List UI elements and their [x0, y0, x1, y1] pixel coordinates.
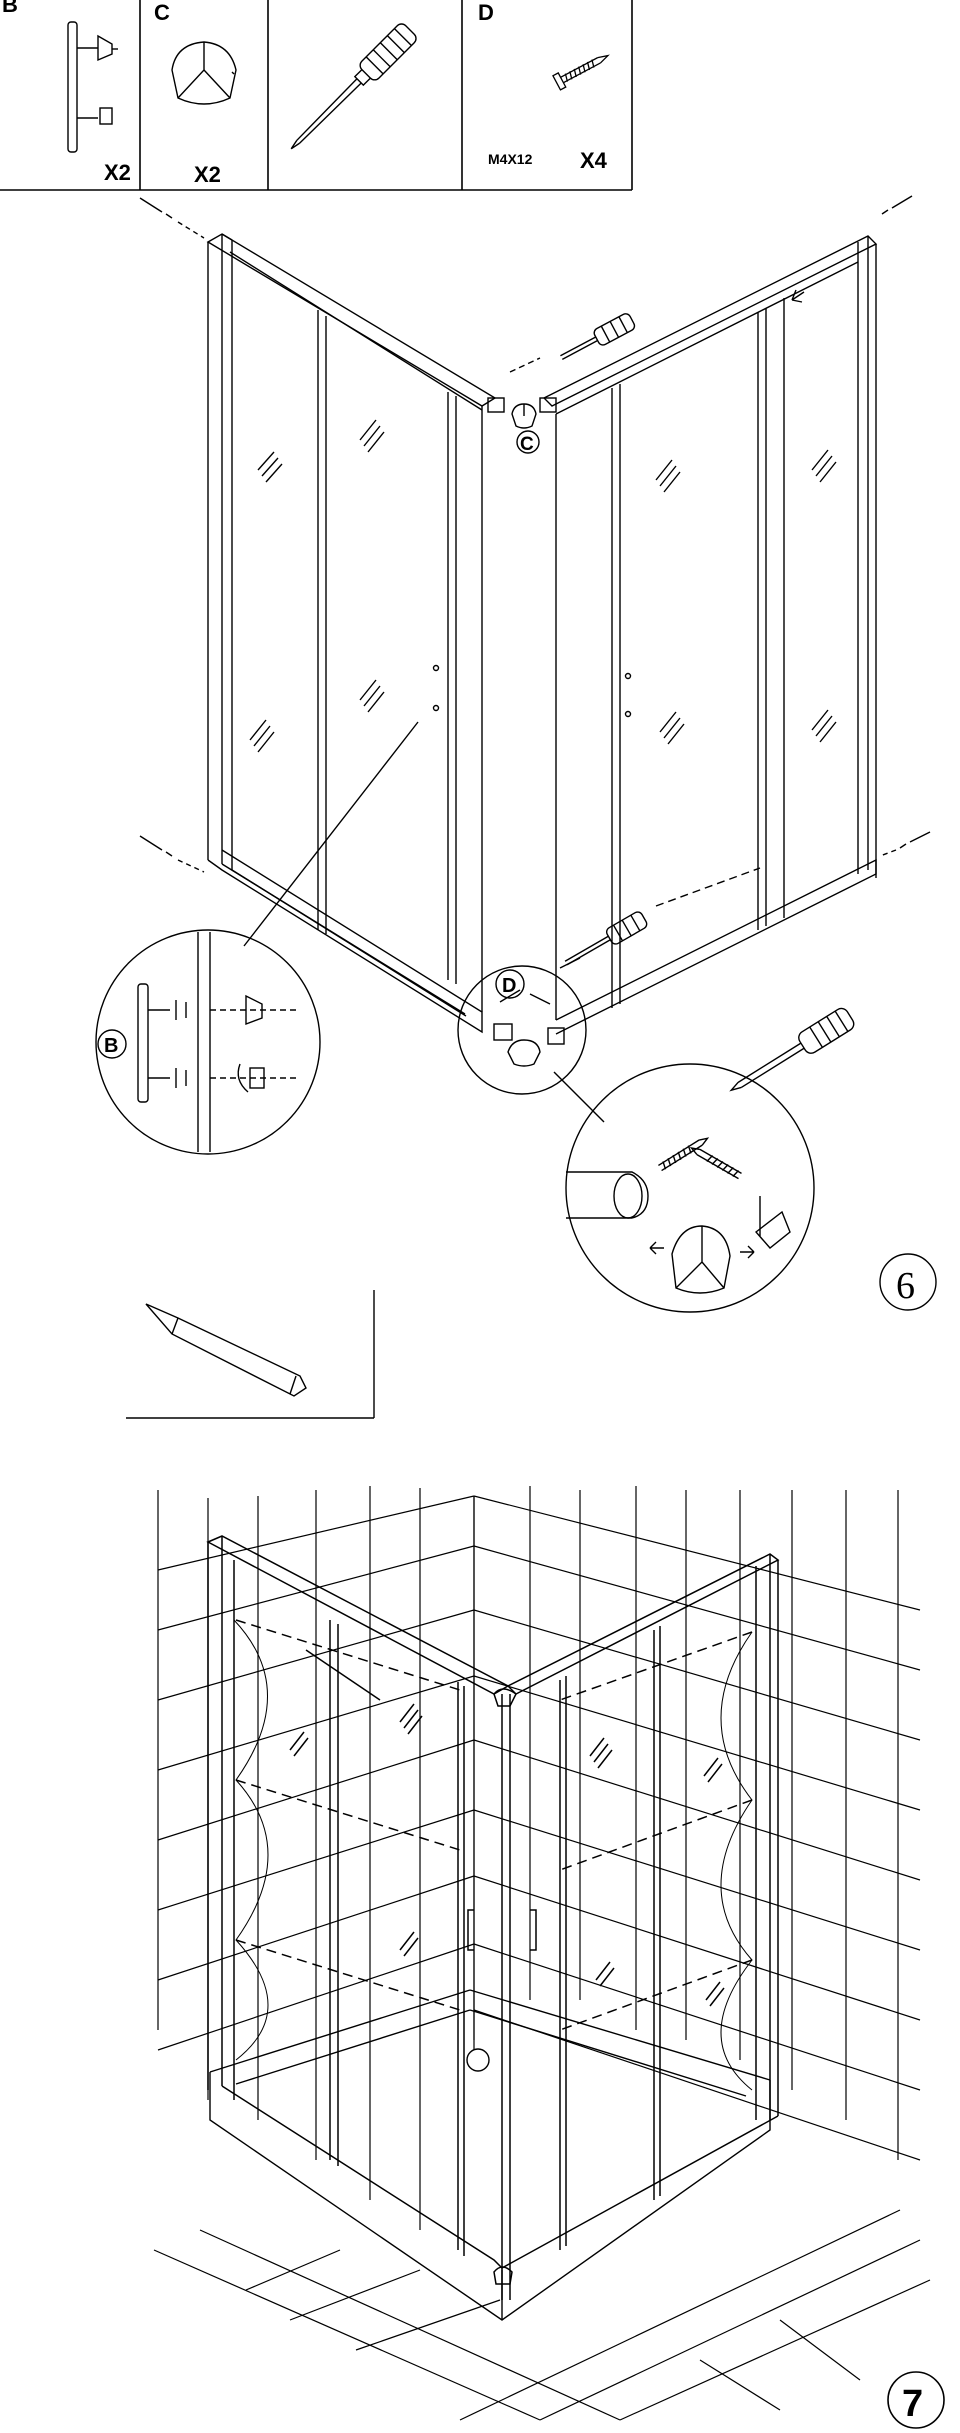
- glass-reflection-marks: [249, 419, 385, 753]
- step6-number-circle: [879, 1253, 937, 1311]
- enclosure-frame: [206, 1535, 780, 2300]
- part-b-qty: X2: [104, 160, 131, 185]
- detail-d-large-circle: [565, 1007, 855, 1313]
- callout-d-circle: [495, 969, 525, 999]
- step6-assembly: C B: [95, 195, 937, 1313]
- right-panel: [542, 235, 878, 1035]
- part-c-cell: C X2: [154, 0, 237, 187]
- left-panel: [206, 233, 497, 1034]
- left-wall-tiles: [157, 1486, 475, 2230]
- right-wall-tiles: [473, 1486, 921, 2161]
- handle-hole-right-top: [624, 672, 632, 680]
- arrow-icon: [791, 289, 805, 303]
- part-b-letter: B: [2, 0, 18, 17]
- callout-d: D: [502, 975, 516, 997]
- pencil-note: [126, 1290, 375, 1419]
- part-c-letter: C: [154, 0, 170, 25]
- handle-hole-bottom: [432, 704, 440, 712]
- callout-c: C: [520, 434, 534, 455]
- step7-number: 7: [902, 2383, 923, 2425]
- part-d-qty: X4: [580, 148, 608, 173]
- step7-installed-view: [153, 1486, 945, 2429]
- screw-icon: [552, 54, 610, 91]
- screwdriver-cell: [290, 23, 417, 150]
- handle-hole-top: [432, 664, 440, 672]
- parts-table: [0, 0, 633, 191]
- part-b-cell: B X2: [2, 0, 131, 185]
- glass-reflection-marks-right: [655, 449, 837, 745]
- handle-icon: [67, 21, 118, 153]
- callout-b: B: [104, 1035, 118, 1057]
- part-d-spec: M4X12: [488, 151, 533, 167]
- floor-tiles: [153, 2209, 931, 2421]
- callout-c-circle: [516, 430, 540, 454]
- part-c-qty: X2: [194, 162, 221, 187]
- wall-screws: [139, 195, 931, 873]
- top-corner: [487, 313, 636, 429]
- pencil-icon: [145, 1303, 307, 1397]
- callout-b-circle: [97, 1029, 127, 1059]
- step6-number: 6: [896, 1265, 915, 1307]
- detail-d-small-circle: [457, 957, 587, 1095]
- step7-number-circle: [887, 2371, 945, 2429]
- part-d-letter: D: [478, 0, 494, 25]
- handle-hole-right-bottom: [624, 710, 632, 718]
- detail-b-circle: [95, 929, 321, 1155]
- screwdriver-icon: [290, 23, 417, 150]
- corner-cap-icon: [171, 41, 237, 105]
- part-d-cell: D M4X12 X4: [478, 0, 610, 173]
- glass-reflection-marks-step7: [289, 1703, 725, 2007]
